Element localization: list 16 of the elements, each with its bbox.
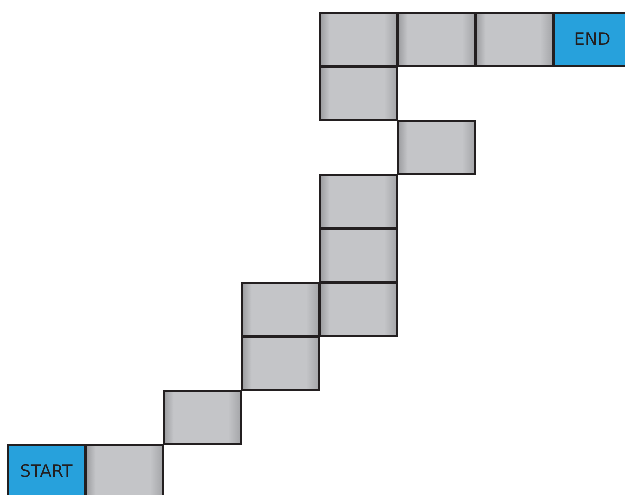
board-square [7,444,86,495]
square-label: END [574,30,611,50]
board-square [553,12,625,67]
board-square [85,444,164,495]
square-label: START [20,462,73,482]
board-square [241,336,320,391]
board-square [319,174,398,229]
board-square [397,12,476,67]
board-square [319,228,398,283]
board-square [163,390,242,445]
board-square [241,282,320,337]
board-square [319,66,398,121]
board-square [397,120,476,175]
board-square [319,12,398,67]
board-square [319,282,398,337]
board-square [475,12,554,67]
